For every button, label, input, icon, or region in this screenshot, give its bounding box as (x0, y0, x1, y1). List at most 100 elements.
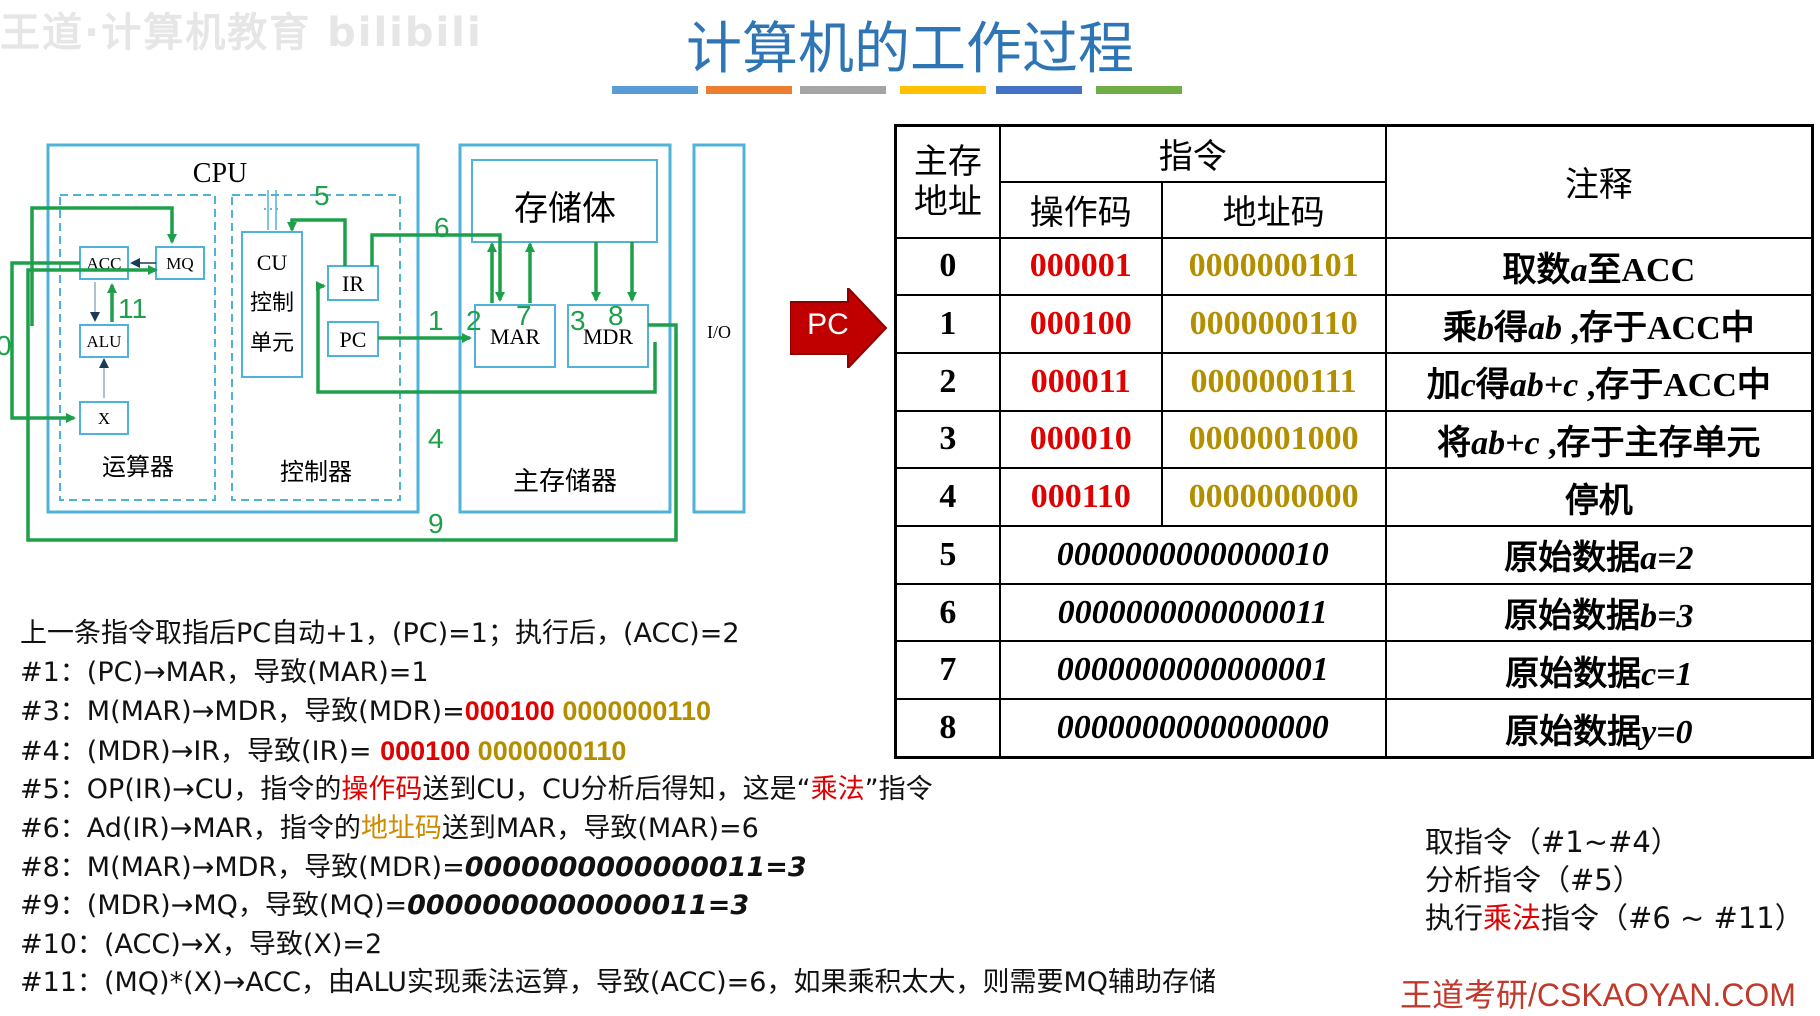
alu-label: ALU (87, 332, 122, 351)
step-line-11: #11：(MQ)*(X)→ACC，由ALU实现乘法运算，导致(ACC)=6，如果… (20, 967, 1217, 999)
comment-cell: 原始数据a=2 (1384, 525, 1814, 585)
step-line-8: #8：M(MAR)→MDR，导致(MDR)=0000000000000011=3 (20, 851, 807, 883)
step-line-0: 上一条指令取指后PC自动+1，(PC)=1；执行后，(ACC)=2 (20, 618, 740, 649)
cu-label-3: 单元 (250, 331, 294, 356)
step-number-4: 4 (428, 423, 444, 454)
accent-bar-5 (996, 86, 1082, 94)
alu-unit-label: 运算器 (102, 453, 174, 481)
main-memory-label: 主存储器 (513, 467, 617, 497)
addrcode-cell: 0000001000 (1160, 409, 1387, 470)
step-line-9: #9：(MDR)→MQ，导致(MQ)=0000000000000011=3 (20, 890, 750, 922)
address-cell: 8 (894, 698, 1001, 759)
address-cell: 3 (894, 409, 1001, 470)
cu-label: CU (257, 250, 288, 275)
table-row: 6 0000000000000011 原始数据b=3 (894, 582, 1814, 643)
pc-pointer-label: PC (807, 308, 849, 341)
table-row: 5 0000000000000010 原始数据a=2 (894, 525, 1814, 585)
mq-label: MQ (166, 254, 193, 273)
cu-box (241, 231, 303, 378)
step-number-2: 2 (466, 305, 482, 336)
table-row: 3 000010 0000001000 将ab+c ,存于主存单元 (894, 409, 1814, 470)
step-number-6: 6 (434, 212, 450, 243)
control-unit-box (231, 194, 401, 501)
pc-box (327, 321, 379, 357)
x-register-label: X (98, 409, 110, 428)
mar-box (474, 304, 556, 368)
comment-cell: 原始数据c=1 (1384, 640, 1814, 701)
cpu-label: CPU (193, 158, 247, 189)
pc-label: PC (340, 327, 367, 352)
accent-bar-1 (612, 86, 698, 94)
io-label: I/O (707, 322, 731, 342)
header-instruction: 指令 (998, 124, 1387, 183)
main-memory-box (458, 143, 672, 514)
instruction-table: 主存地址 指令 注释 操作码 地址码 0 000001 0000000101 取… (894, 124, 1814, 759)
cpu-box (46, 143, 420, 514)
table-row: 1 000100 0000000110 乘b得ab ,存于ACC中 (894, 294, 1814, 354)
phase-summary: 取指令（#1~#4） 分析指令（#5） 执行乘法指令（#6 ~ #11） (1425, 823, 1804, 937)
addrcode-cell: 0000000000 (1160, 467, 1387, 528)
addrcode-cell: 0000000110 (1160, 294, 1387, 354)
opcode-cell: 000010 (998, 409, 1163, 470)
phase-execute: 执行乘法指令（#6 ~ #11） (1425, 901, 1804, 935)
comment-cell: 停机 (1384, 467, 1814, 528)
control-unit-label: 控制器 (280, 458, 352, 486)
cu-label-2: 控制 (250, 291, 294, 316)
comment-cell: 乘b得ab ,存于ACC中 (1384, 294, 1814, 354)
data-word-cell: 0000000000000000 (998, 698, 1387, 759)
accent-bar-3 (800, 86, 886, 94)
address-cell: 7 (894, 640, 1001, 701)
address-cell: 6 (894, 582, 1001, 643)
table-row: 8 0000000000000000 原始数据y=0 (894, 698, 1814, 759)
header-opcode: 操作码 (998, 180, 1163, 239)
comment-cell: 原始数据b=3 (1384, 582, 1814, 643)
x-register-box (79, 401, 129, 435)
pc-pointer-arrow (790, 288, 888, 368)
ir-box (327, 265, 379, 301)
step-line-1: #1：(PC)→MAR，导致(MAR)=1 (20, 656, 429, 688)
address-cell: 5 (894, 525, 1001, 585)
comment-cell: 原始数据y=0 (1384, 698, 1814, 759)
io-box (692, 143, 746, 514)
execution-steps: 上一条指令取指后PC自动+1，(PC)=1；执行后，(ACC)=2 #1：(PC… (20, 615, 1216, 1003)
step-number-5: 5 (314, 180, 330, 211)
cu-dots: … (262, 194, 280, 214)
memory-body-box (471, 159, 658, 243)
table-row: 4 000110 0000000000 停机 (894, 467, 1814, 528)
step-number-1: 1 (428, 305, 444, 336)
step-number-10: 0 (0, 330, 12, 361)
table-row: 7 0000000000000001 原始数据c=1 (894, 640, 1814, 701)
comment-cell: 加c得ab+c ,存于ACC中 (1384, 351, 1814, 412)
header-address: 主存地址 (894, 124, 1001, 239)
footer-watermark: 王道考研/CSKAOYAN.COM (1400, 977, 1796, 1013)
step-line-5: #5：OP(IR)→CU，指令的操作码送到CU，CU分析后得知，这是“乘法”指令 (20, 774, 933, 806)
memory-body-label: 存储体 (514, 189, 616, 229)
table-row: 0 000001 0000000101 取数a至ACC (894, 236, 1814, 297)
step-line-3: #3：M(MAR)→MDR，导致(MDR)=000100 0000000110 (20, 696, 711, 728)
step-number-8: 8 (608, 300, 624, 331)
step-number-11: 11 (118, 293, 147, 324)
address-cell: 0 (894, 236, 1001, 297)
step-line-4: #4：(MDR)→IR，导致(IR)= 000100 0000000110 (20, 735, 627, 767)
phase-analyze: 分析指令（#5） (1425, 863, 1642, 897)
address-cell: 4 (894, 467, 1001, 528)
address-cell: 2 (894, 351, 1001, 412)
accent-bar-4 (900, 86, 986, 94)
address-cell: 1 (894, 294, 1001, 354)
alu-unit-box (59, 194, 216, 501)
alu-box (79, 324, 129, 358)
header-addrcode: 地址码 (1160, 180, 1387, 239)
mar-label: MAR (490, 324, 540, 349)
opcode-cell: 000100 (998, 294, 1163, 354)
addrcode-cell: 0000000101 (1160, 236, 1387, 297)
watermark: 王道·计算机教育 bilibili (0, 10, 483, 56)
step-number-7: 7 (516, 300, 532, 331)
accent-bar-6 (1096, 86, 1182, 94)
table-row: 2 000011 0000000111 加c得ab+c ,存于ACC中 (894, 351, 1814, 412)
phase-fetch: 取指令（#1~#4） (1425, 825, 1680, 859)
step-line-10: #10：(ACC)→X，导致(X)=2 (20, 928, 383, 960)
mdr-box (567, 304, 649, 368)
opcode-cell: 000001 (998, 236, 1163, 297)
opcode-cell: 000110 (998, 467, 1163, 528)
step-number-9: 9 (428, 508, 444, 539)
